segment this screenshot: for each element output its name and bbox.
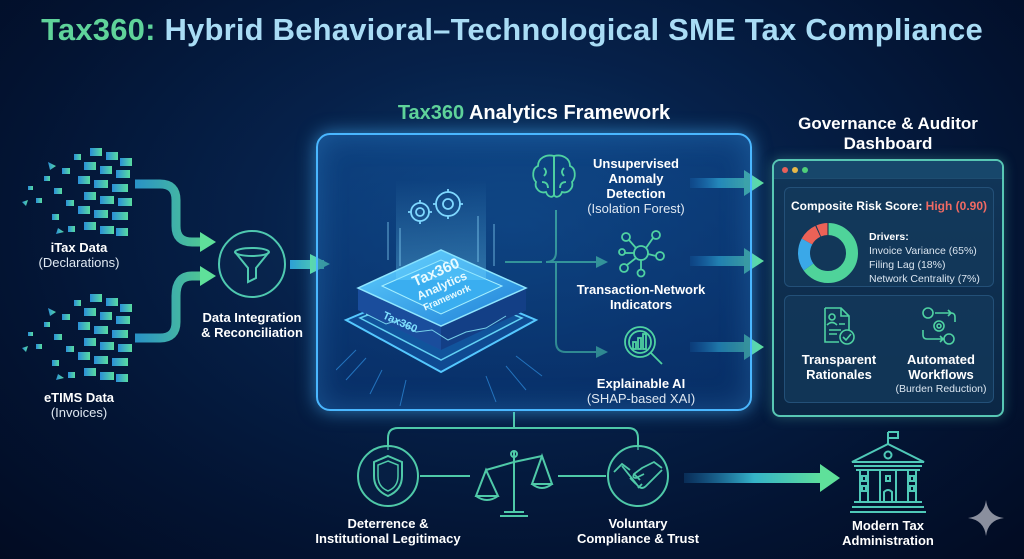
itax-source	[14, 140, 144, 255]
driver-item: Invoice Variance (65%)	[869, 245, 977, 257]
drivers-list: Drivers: Invoice Variance (65%) Filing L…	[869, 230, 980, 286]
close-dot-icon	[782, 167, 788, 173]
etims-label: eTIMS Data (Invoices)	[14, 390, 144, 420]
etims-detail: (Invoices)	[50, 405, 108, 420]
transparent-rationales-label: Transparent Rationales	[789, 352, 889, 382]
page-title: Tax360: Hybrid Behavioral–Technological …	[0, 12, 1024, 48]
dashboard-heading-line2: Dashboard	[843, 134, 933, 153]
features-panel: Transparent Rationales Automated Workflo…	[784, 295, 994, 403]
title-rest: Hybrid Behavioral–Technological SME Tax …	[155, 12, 983, 47]
risk-score-title: Composite Risk Score: High (0.90)	[785, 199, 993, 213]
rationales-line1: Transparent	[801, 352, 877, 367]
drivers-heading: Drivers:	[869, 231, 909, 243]
network-line1: Transaction-Network	[576, 282, 706, 297]
rationales-line2: Rationales	[806, 367, 872, 382]
xai-note: (SHAP-based XAI)	[586, 391, 696, 406]
anomaly-note: (Isolation Forest)	[587, 201, 685, 216]
xai-line1: Explainable AI	[596, 376, 686, 391]
voluntary-compliance-label: Voluntary Compliance & Trust	[564, 516, 712, 546]
shield-icon	[357, 445, 419, 507]
maximize-dot-icon	[802, 167, 808, 173]
framework-heading-rest: Analytics Framework	[464, 102, 671, 124]
voluntary-line1: Voluntary	[608, 516, 668, 531]
workflows-line2: Workflows	[908, 367, 974, 382]
network-icon	[618, 230, 665, 278]
window-titlebar	[774, 161, 1002, 179]
risk-score-value: High (0.90)	[925, 199, 988, 213]
data-blocks-icon	[22, 148, 132, 236]
funnel-icon	[218, 230, 286, 298]
chip-icon: Tax360 Analytics Framework Tax360	[336, 180, 543, 406]
deterrence-line2: Institutional Legitimacy	[315, 531, 461, 546]
voluntary-line2: Compliance & Trust	[576, 531, 700, 546]
anomaly-detection-label: Unsupervised Anomaly Detection (Isolatio…	[574, 156, 698, 216]
anomaly-line1: Unsupervised	[593, 156, 679, 171]
integration-line2: & Reconciliation	[201, 325, 303, 340]
deterrence-line1: Deterrence &	[347, 516, 429, 531]
driver-item: Network Centrality (7%)	[869, 273, 980, 285]
network-line2: Indicators	[609, 297, 673, 312]
etims-name: eTIMS Data	[43, 390, 115, 405]
handshake-icon	[607, 445, 669, 507]
itax-detail: (Declarations)	[38, 255, 120, 270]
dashboard-window: Composite Risk Score: High (0.90) Driver…	[772, 159, 1004, 417]
scales-icon	[474, 450, 554, 517]
workflows-line1: Automated	[907, 352, 975, 367]
sparkle-icon	[968, 500, 1004, 536]
deterrence-label: Deterrence & Institutional Legitimacy	[306, 516, 470, 546]
brain-icon	[532, 154, 576, 198]
magnifier-chart-icon	[624, 326, 663, 365]
title-accent: Tax360:	[41, 12, 156, 47]
dashboard-heading: Governance & Auditor Dashboard	[772, 114, 1004, 154]
workflow-gear-icon	[922, 307, 956, 345]
dashboard-heading-line1: Governance & Auditor	[798, 114, 978, 133]
integration-label: Data Integration & Reconciliation	[190, 310, 314, 340]
etims-source	[14, 286, 144, 401]
anomaly-line2: Anomaly	[608, 171, 664, 186]
explainable-ai-label: Explainable AI (SHAP-based XAI)	[566, 376, 716, 406]
risk-donut-chart	[798, 223, 858, 283]
automated-workflows-label: Automated Workflows (Burden Reduction)	[889, 352, 993, 397]
framework-heading-accent: Tax360	[397, 102, 465, 124]
risk-score-panel: Composite Risk Score: High (0.90) Driver…	[784, 187, 994, 287]
government-building-icon	[850, 431, 926, 513]
modern-tax-admin-label: Modern Tax Administration	[820, 518, 956, 548]
risk-score-label: Composite Risk Score:	[790, 199, 926, 213]
data-blocks-icon	[22, 294, 132, 382]
modern-tax-line1: Modern Tax	[852, 518, 924, 533]
anomaly-line3: Detection	[606, 186, 666, 201]
document-check-icon	[824, 307, 855, 345]
network-indicators-label: Transaction-Network Indicators	[566, 282, 716, 312]
integration-line1: Data Integration	[202, 310, 302, 325]
modern-tax-line2: Administration	[842, 533, 934, 548]
framework-heading: Tax360 Analytics Framework	[316, 102, 752, 125]
minimize-dot-icon	[792, 167, 798, 173]
driver-item: Filing Lag (18%)	[869, 259, 946, 271]
workflows-note: (Burden Reduction)	[895, 383, 987, 395]
itax-label: iTax Data (Declarations)	[14, 240, 144, 270]
itax-name: iTax Data	[50, 240, 108, 255]
